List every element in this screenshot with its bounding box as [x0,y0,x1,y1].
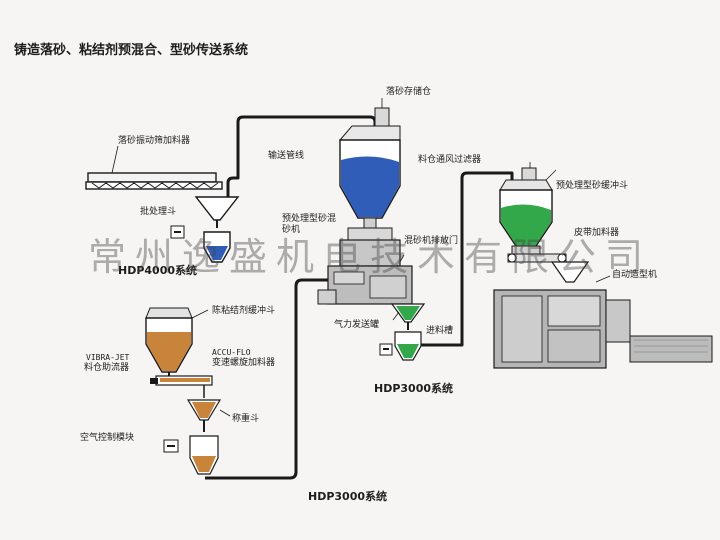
label-storage-bin: 落砂存储仓 [386,87,432,97]
screw-feeder [150,375,213,398]
label-batch-hopper: 批处理斗 [140,207,177,217]
label-weigh-hopper: 称重斗 [232,414,260,424]
auto-molding-machine [493,261,713,369]
label-discharge-door: 混砂机排放门 [404,236,459,246]
storage-bin [338,98,401,229]
label-feed-chute: 进料槽 [426,326,454,336]
label-buffer-hopper: 预处理型砂缓冲斗 [556,181,629,191]
diagram-title: 铸造落砂、粘结剂预混合、型砂传送系统 [14,43,249,58]
vibrating-feeder [85,145,223,190]
system-label-hdp3000-bottom: HDP3000系统 [308,490,388,503]
label-screw-feeder: 变速螺旋加料器 [212,358,276,368]
pipe-hdp3000-right [418,171,514,347]
label-bin-flow-aid: 料仓助流器 [84,363,130,373]
label-molding-machine: 自动造型机 [612,270,658,280]
pneumatic-tank-bottom [163,435,219,475]
weigh-hopper [186,399,231,432]
system-label-hdp4000: HDP4000系统 [118,264,198,277]
label-vibra-jet: VIBRA-JET [86,353,130,362]
pipe-hdp3000-bottom [205,278,335,480]
batch-hopper [170,196,240,263]
green-buffer-hopper [499,162,567,263]
label-accu-flo: ACCU-FLO [212,348,251,357]
label-pneumatic-tank: 气力发送罐 [334,320,380,330]
pneumatic-tank-right [379,303,426,361]
label-belt-feeder: 皮带加料器 [574,228,620,238]
label-binder-hopper: 陈粘结剂缓冲斗 [212,306,276,316]
binder-buffer-hopper [145,307,209,378]
pipe-to-storage-bin [226,115,377,206]
label-sand-mixer: 预处理型砂混砂机 [282,214,337,235]
label-air-control: 空气控制模块 [80,433,135,443]
label-conveying-pipeline: 输送管线 [268,151,305,161]
label-bin-vent-filter: 料仓通风过滤器 [418,155,482,165]
system-label-hdp3000-right: HDP3000系统 [374,382,454,395]
sand-mixer [317,227,414,310]
label-vibrating-feeder: 落砂振动筛加料器 [118,136,191,146]
